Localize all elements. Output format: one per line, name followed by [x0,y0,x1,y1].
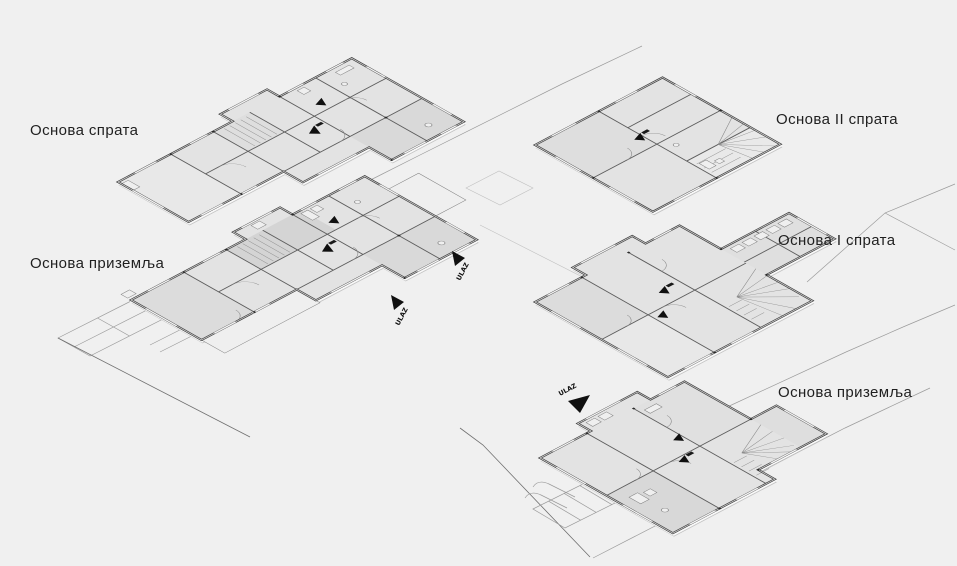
entrance-marker-left-b: ULAZ [452,251,471,282]
label-right-ground-floor: Основа приземља [778,384,913,401]
entrance-arrow-icon [391,295,404,310]
entrance-marker-right: ULAZ [557,382,590,413]
entrance-arrow-icon [568,395,590,413]
label-left-upper-floor: Основа спрата [30,122,139,139]
floor-plan-left-upper [104,49,466,250]
entrance-arrow-icon [452,251,465,266]
label-right-first-floor: Основа I спрата [778,232,896,249]
entrance-label: ULAZ [557,382,578,398]
floor-plan-right-second [533,75,783,216]
floor-plan-right-ground [525,358,845,537]
label-right-second-floor: Основа II спрата [776,111,899,128]
entrance-marker-left-a: ULAZ [391,295,410,327]
floor-plan-right-first [520,180,883,381]
entrance-label: ULAZ [394,306,410,327]
label-left-ground-floor: Основа приземља [30,255,165,272]
floor-plan-left-ground [117,167,479,368]
